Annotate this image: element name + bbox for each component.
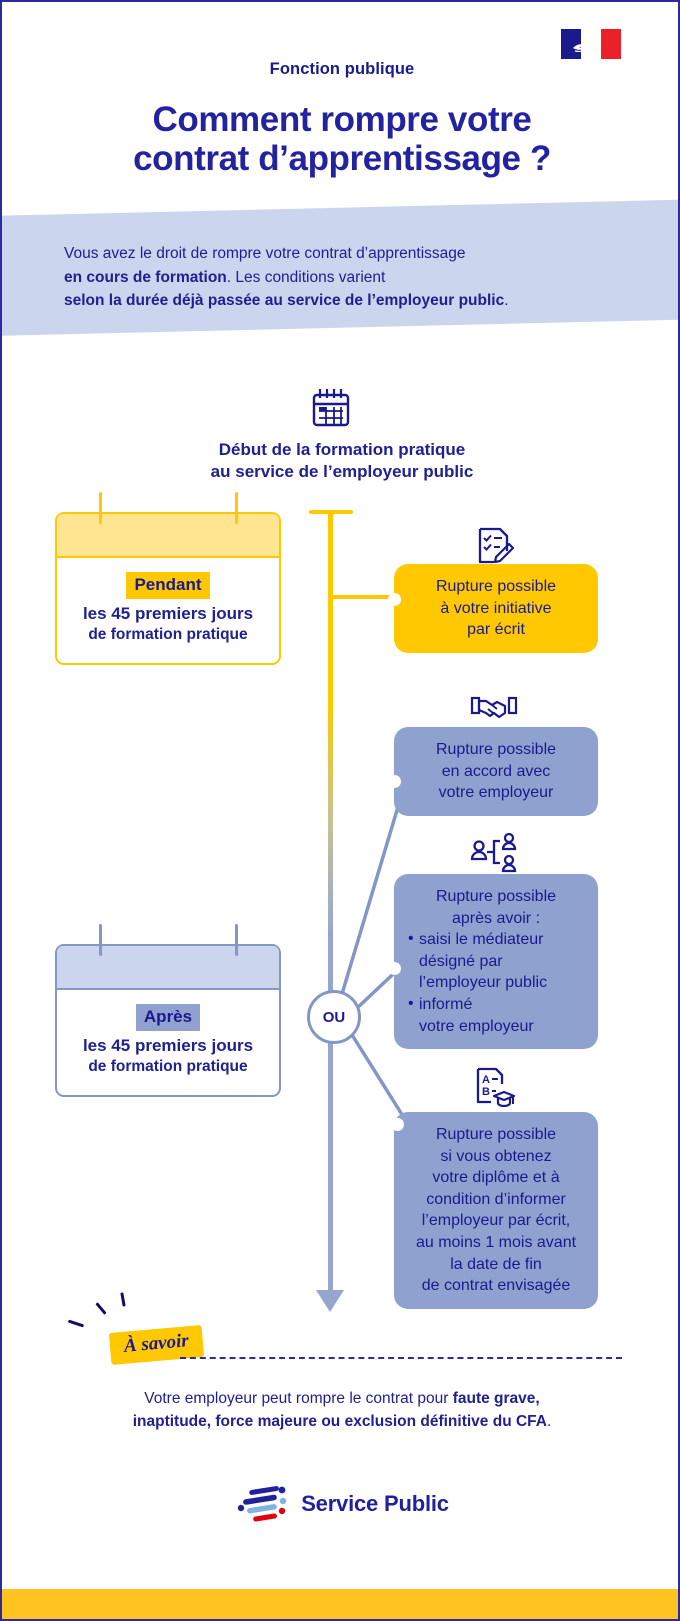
option-line: condition d’informer xyxy=(426,1190,566,1208)
bullet-line: l’employeur public xyxy=(419,974,548,992)
calendar-icon xyxy=(312,389,350,427)
or-node: OU xyxy=(307,990,361,1044)
svg-text:B: B xyxy=(482,1086,490,1098)
period-line1: les 45 premiers jours xyxy=(82,604,254,624)
option-bullet-item: saisi le médiateur désigné par l’employe… xyxy=(408,928,584,994)
page-title-line2: contrat d’apprentissage ? xyxy=(133,139,551,179)
period-card-pendant: Pendant les 45 premiers jours de formati… xyxy=(55,492,281,666)
a-savoir-text: Votre employeur peut rompre le contrat p… xyxy=(2,1387,678,1434)
logo-wordmark: Service Public xyxy=(301,1491,449,1516)
period-line2: de formation pratique xyxy=(88,626,248,644)
bullet-line: informé xyxy=(419,995,473,1013)
timeline-spine-lower xyxy=(328,930,333,1298)
option-line: Rupture possible xyxy=(435,1126,557,1143)
option-line: au moins 1 mois avant xyxy=(415,1233,577,1251)
period-line1: les 45 premiers jours xyxy=(82,1036,254,1056)
svg-text:A: A xyxy=(482,1074,490,1086)
bullet-line: désigné par xyxy=(419,952,503,970)
connector-dot xyxy=(391,1118,404,1131)
intro-line-3-bold: selon la durée déjà passée au service de… xyxy=(64,292,505,310)
timeline-start-label-line1: Début de la formation pratique xyxy=(218,440,466,459)
option-line: l’employeur par écrit, xyxy=(421,1212,571,1230)
footer-logo: Service Public xyxy=(2,1484,678,1524)
timeline-spine-upper xyxy=(328,510,333,930)
period-card-body: Pendant les 45 premiers jours de formati… xyxy=(57,558,279,663)
option-bullet-item: informé votre employeur xyxy=(408,993,584,1037)
note-line2-bold: inaptitude, force majeure ou exclusion d… xyxy=(132,1413,547,1431)
option-line: votre employeur xyxy=(438,784,554,802)
connector-dot xyxy=(388,962,401,975)
intro-line-2-rest: . Les conditions varient xyxy=(226,268,386,286)
checklist-pencil-icon xyxy=(478,527,515,564)
period-chip-apres: Après xyxy=(135,1004,201,1032)
bullet-line: saisi le médiateur xyxy=(419,931,544,949)
calendar-header-band xyxy=(57,514,279,558)
diploma-graduation-icon: A B xyxy=(476,1067,516,1108)
intro-line-2: en cours de formation. Les conditions va… xyxy=(64,266,620,290)
sparkle-mark xyxy=(95,1302,107,1315)
service-public-logo-icon xyxy=(237,1486,287,1522)
intro-text: Vous avez le droit de rompre votre contr… xyxy=(2,242,678,313)
timeline-start-label-line2: au service de l’employeur public xyxy=(210,461,474,481)
page-title: Comment rompre votre contrat d’apprentis… xyxy=(2,100,678,179)
option-heading-line: après avoir : xyxy=(451,909,541,927)
note-line2-rest: . xyxy=(546,1413,552,1431)
option-line: Rupture possible xyxy=(435,578,557,595)
handshake-icon xyxy=(470,696,518,719)
option-card-mediateur: Rupture possible après avoir : saisi le … xyxy=(388,874,598,1050)
sparkle-mark xyxy=(67,1319,85,1328)
intro-line-3: selon la durée déjà passée au service de… xyxy=(64,289,620,313)
intro-line-1: Vous avez le droit de rompre votre contr… xyxy=(64,245,466,262)
bullet-line: votre employeur xyxy=(419,1017,534,1035)
page-title-line1: Comment rompre votre xyxy=(152,100,532,139)
intro-line-2-bold: en cours de formation xyxy=(64,268,227,286)
connector-dot xyxy=(388,775,401,788)
bottom-accent-bar xyxy=(2,1589,678,1619)
option-line: votre diplôme et à xyxy=(432,1169,560,1187)
calendar-ring-right xyxy=(235,492,238,524)
page-eyebrow: Fonction publique xyxy=(269,60,415,78)
sparkle-mark xyxy=(120,1292,126,1307)
period-line2: de formation pratique xyxy=(88,1058,248,1076)
option-card-diplome: Rupture possible si vous obtenez votre d… xyxy=(391,1112,598,1309)
timeline-start-label: Début de la formation pratique au servic… xyxy=(2,439,678,483)
calendar-ring-left xyxy=(99,924,102,956)
period-card-body: Après les 45 premiers jours de formation… xyxy=(57,990,279,1095)
calendar-ring-right xyxy=(235,924,238,956)
note-line1-bold: faute grave, xyxy=(452,1390,540,1407)
period-chip-pendant: Pendant xyxy=(126,572,210,600)
option-line: en accord avec xyxy=(441,762,551,780)
option-heading-line: Rupture possible xyxy=(435,888,557,905)
period-card-apres: Après les 45 premiers jours de formation… xyxy=(55,924,281,1098)
option-line: par écrit xyxy=(467,621,525,639)
option-line: Rupture possible xyxy=(435,741,557,758)
marianne-profile-icon xyxy=(573,44,590,52)
option-line: à votre initiative xyxy=(440,599,552,617)
option-line: la date de fin xyxy=(450,1255,542,1273)
calendar-header-band xyxy=(57,946,279,990)
mediator-people-icon xyxy=(470,832,517,873)
option-bullet-list: saisi le médiateur désigné par l’employe… xyxy=(408,928,584,1037)
divider-dashed xyxy=(180,1357,622,1359)
calendar-ring-left xyxy=(99,492,102,524)
timeline-arrow-icon xyxy=(316,1290,344,1312)
option-line: si vous obtenez xyxy=(440,1147,552,1165)
timeline-branch-connector xyxy=(333,595,395,599)
option-card-initiative-ecrit: Rupture possible à votre initiative par … xyxy=(388,564,598,653)
intro-line-3-rest: . xyxy=(504,292,509,310)
option-card-accord-employeur: Rupture possible en accord avec votre em… xyxy=(388,727,598,816)
french-flag-marianne-icon xyxy=(561,29,621,59)
connector-dot xyxy=(388,593,401,606)
option-line: de contrat envisagée xyxy=(421,1277,571,1295)
note-line1-regular: Votre employeur peut rompre le contrat p… xyxy=(144,1390,453,1407)
